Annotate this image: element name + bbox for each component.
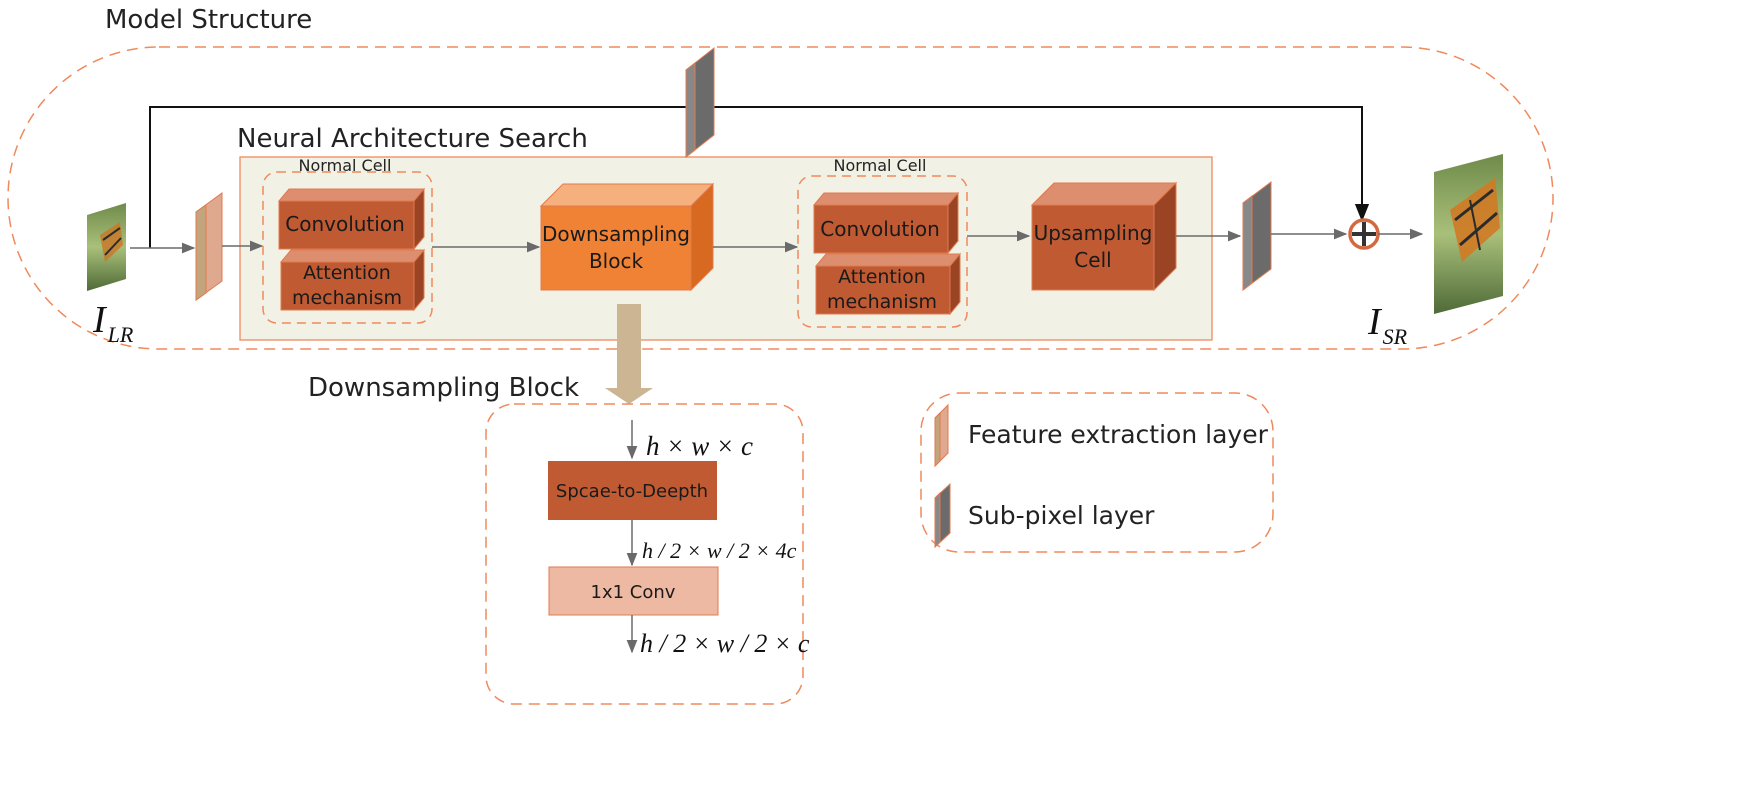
attention-label-1a: Attention xyxy=(303,262,391,284)
dims-in-label: h × w × c xyxy=(646,431,753,461)
attention-block-2: Attention mechanism xyxy=(814,252,962,316)
normal-cell-1-frame xyxy=(262,171,433,324)
normal-cell-2-label: Normal Cell xyxy=(834,156,927,175)
conv1x1-box xyxy=(548,566,719,616)
attention-block-1: Attention mechanism xyxy=(279,248,426,312)
legend-subpixel-icon xyxy=(934,482,951,549)
upsampling-cell-cube: Upsampling Cell xyxy=(1030,181,1178,292)
space-to-depth-box xyxy=(548,461,717,520)
downsampling-detail-title: Downsampling Block xyxy=(308,373,579,403)
nas-title: Neural Architecture Search xyxy=(237,124,588,154)
model-structure-title: Model Structure xyxy=(105,5,312,35)
conv1x1-label: 1x1 Conv xyxy=(591,582,676,603)
downsampling-block-cube: Downsampling Block xyxy=(539,182,715,292)
normal-cell-2-frame xyxy=(797,175,968,328)
convolution-block-1: Convolution xyxy=(277,187,426,251)
feature-extraction-layer xyxy=(195,192,223,301)
model-structure-frame xyxy=(7,46,1554,350)
downsampling-cube-label-2: Block xyxy=(589,249,644,273)
legend-feature-icon xyxy=(934,403,949,468)
attention-label-1b: mechanism xyxy=(292,287,402,309)
attention-label-2b: mechanism xyxy=(827,291,937,313)
dims-out-label: h / 2 × w / 2 × c xyxy=(640,629,810,658)
sub-pixel-layer-right xyxy=(1242,181,1272,292)
output-label: ISR xyxy=(1367,301,1408,349)
sub-pixel-layer-top xyxy=(685,46,715,159)
downsampling-detail-frame xyxy=(485,403,804,705)
input-image xyxy=(87,203,126,291)
downsampling-cube-label-1: Downsampling xyxy=(542,222,690,246)
legend-feature-label: Feature extraction layer xyxy=(968,420,1269,449)
skip-connection xyxy=(149,106,1370,248)
input-label: ILR xyxy=(92,299,134,347)
dims-mid-label: h / 2 × w / 2 × 4c xyxy=(642,538,797,563)
add-node-icon xyxy=(1348,218,1380,250)
expand-arrow xyxy=(605,304,653,404)
convolution-label-1: Convolution xyxy=(285,212,405,236)
legend-frame xyxy=(920,392,1274,553)
legend-subpixel-label: Sub-pixel layer xyxy=(968,501,1155,530)
upsampling-cube-label-2: Cell xyxy=(1074,248,1111,272)
normal-cell-1-label: Normal Cell xyxy=(299,156,392,175)
attention-label-2a: Attention xyxy=(838,266,926,288)
space-to-depth-label: Spcae-to-Deepth xyxy=(556,481,708,502)
upsampling-cube-label-1: Upsampling xyxy=(1034,221,1153,245)
output-image xyxy=(1434,154,1503,314)
convolution-block-2: Convolution xyxy=(812,191,960,255)
convolution-label-2: Convolution xyxy=(820,217,940,241)
